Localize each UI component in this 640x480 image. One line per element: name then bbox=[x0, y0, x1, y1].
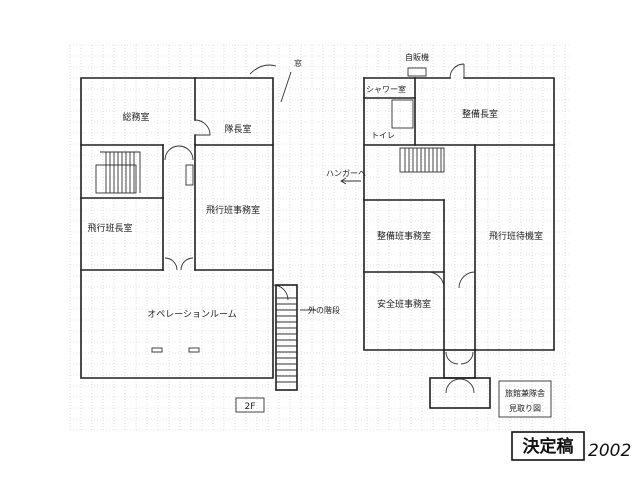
room-label-captain: 隊長室 bbox=[224, 123, 251, 135]
final-draft-stamp: 決定稿 2002 bbox=[511, 431, 631, 461]
left-building bbox=[80, 64, 316, 413]
interior-stairs-right bbox=[399, 147, 445, 173]
equipment-mark bbox=[188, 347, 200, 353]
vending-machine-label: 自販機 bbox=[405, 52, 429, 62]
stamp-year: 2002 bbox=[588, 441, 631, 461]
room-label-maintenance-office: 整備長室 bbox=[462, 108, 498, 120]
interior-stairs bbox=[95, 151, 141, 194]
background-grid bbox=[69, 44, 570, 431]
floor-label-box bbox=[235, 397, 265, 413]
room-label-operations-room: オペレーションルーム bbox=[147, 309, 237, 320]
room-label-shower: シャワー室 bbox=[366, 84, 406, 94]
right-building bbox=[340, 63, 555, 418]
caption-line-1: 旅館兼隊舎 bbox=[505, 388, 545, 398]
room-label-safety-office: 安全班事務室 bbox=[377, 298, 431, 310]
vending-machine-icon bbox=[407, 67, 427, 77]
hangar-label: ハンガーへ bbox=[326, 168, 366, 178]
window-label: 窓 bbox=[294, 58, 302, 68]
room-label-flight-office: 飛行班事務室 bbox=[206, 204, 260, 216]
caption-line-2: 見取り図 bbox=[509, 404, 541, 413]
doors-right bbox=[427, 63, 476, 365]
equipment-mark bbox=[151, 347, 163, 353]
room-label-toilet: トイレ bbox=[371, 131, 395, 140]
outside-stairs bbox=[275, 284, 316, 391]
floor-label: 2F bbox=[245, 402, 256, 412]
room-label-flight-lounge: 飛行班待機室 bbox=[489, 230, 543, 242]
caption-box bbox=[498, 380, 552, 418]
room-labels: 総務室 隊長室 飛行班長室 飛行班事務室 オペレーションルーム シャワー室 トイ… bbox=[87, 84, 543, 320]
hangar-arrow-icon bbox=[340, 177, 361, 185]
annotations: 窓 自販機 ハンガーへ 外の階段 2F 旅館兼隊舎 見取り図 bbox=[245, 52, 545, 413]
stamp-text: 決定稿 bbox=[523, 436, 574, 457]
doors-left bbox=[164, 119, 289, 301]
room-label-office: 総務室 bbox=[122, 111, 149, 123]
outside-stairs-label: 外の階段 bbox=[308, 305, 340, 315]
room-label-maintenance-lounge: 整備班事務室 bbox=[377, 230, 431, 242]
room-label-flight-maintenance-lounge: 飛行班長室 bbox=[87, 222, 132, 234]
